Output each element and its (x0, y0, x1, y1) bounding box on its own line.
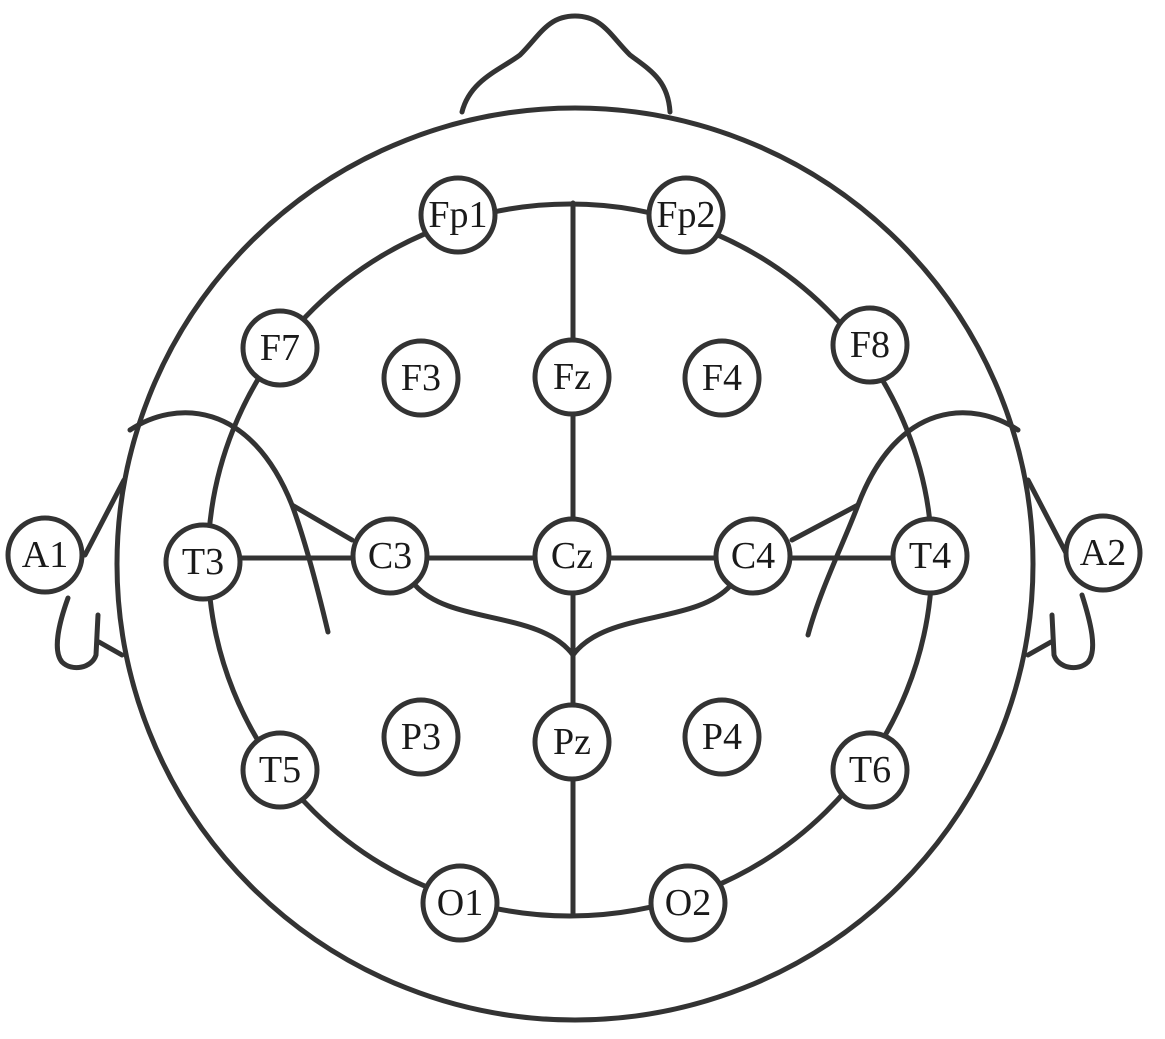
electrode-pz: Pz (532, 702, 612, 782)
electrode-o1: O1 (420, 863, 500, 943)
electrode-label: T5 (259, 749, 301, 791)
electrode-circle (5, 515, 85, 595)
electrode-circle (350, 516, 430, 596)
electrode-circle (420, 863, 500, 943)
electrode-label: A2 (1080, 532, 1126, 574)
electrode-f7: F7 (240, 308, 320, 388)
electrode-label: C4 (731, 535, 775, 577)
electrode-circle (1063, 513, 1143, 593)
c3-pz-curve (412, 582, 576, 658)
ear-c4-link (789, 502, 861, 543)
left-ear-lobe (54, 477, 127, 671)
electrode-label: P4 (702, 716, 742, 758)
electrode-fz: Fz (532, 337, 612, 417)
electrode-f4: F4 (682, 338, 762, 418)
left-ear (127, 410, 331, 635)
head-circle (114, 105, 1036, 1023)
electrode-f8: F8 (830, 305, 910, 385)
electrode-a2: A2 (1063, 513, 1143, 593)
electrode-circle (532, 337, 612, 417)
electrode-circle (890, 516, 970, 596)
electrode-label: O2 (665, 882, 711, 924)
c4-pz-curve (570, 582, 734, 658)
electrode-circle (418, 175, 498, 255)
electrode-label: P3 (401, 716, 441, 758)
electrode-label: F8 (850, 324, 890, 366)
electrode-circle (240, 730, 320, 810)
electrode-label: F7 (260, 327, 300, 369)
electrode-label: F3 (401, 357, 441, 399)
ear-c3-link (289, 502, 355, 543)
electrode-circle (648, 863, 728, 943)
electrode-o2: O2 (648, 863, 728, 943)
electrode-circle (163, 522, 243, 602)
electrode-label: Fz (553, 356, 591, 398)
electrode-c3: C3 (350, 516, 430, 596)
electrode-label: T6 (849, 749, 891, 791)
electrode-label: T3 (182, 541, 224, 583)
electrode-circle (532, 516, 612, 596)
electrode-circle (830, 305, 910, 385)
nose (459, 13, 673, 115)
electrode-label: Pz (553, 721, 591, 763)
right-ear-lobe (1025, 477, 1096, 671)
electrode-circle (646, 175, 726, 255)
electrode-cz: Cz (532, 516, 612, 596)
electrode-circle (713, 516, 793, 596)
electrode-label: T4 (909, 535, 951, 577)
electrode-circle (830, 730, 910, 810)
electrode-f3: F3 (381, 338, 461, 418)
electrode-label: A1 (22, 534, 68, 576)
electrode-label: F4 (702, 357, 742, 399)
electrode-circle (240, 308, 320, 388)
electrode-fp1: Fp1 (418, 175, 498, 255)
electrode-circle (682, 338, 762, 418)
electrode-circle (682, 697, 762, 777)
electrode-t4: T4 (890, 516, 970, 596)
electrode-label: C3 (368, 535, 412, 577)
right-ear (805, 410, 1021, 638)
electrode-p3: P3 (381, 697, 461, 777)
electrode-circle (381, 338, 461, 418)
electrode-t5: T5 (240, 730, 320, 810)
electrode-t6: T6 (830, 730, 910, 810)
electrode-fp2: Fp2 (646, 175, 726, 255)
electrode-label: Cz (551, 535, 593, 577)
electrode-circle (532, 702, 612, 782)
electrode-c4: C4 (713, 516, 793, 596)
electrode-t3: T3 (163, 522, 243, 602)
electrode-label: Fp1 (428, 194, 487, 236)
electrode-a1: A1 (5, 515, 85, 595)
electrode-label: Fp2 (656, 194, 715, 236)
electrode-label: O1 (437, 882, 483, 924)
electrode-circle (381, 697, 461, 777)
electrode-p4: P4 (682, 697, 762, 777)
